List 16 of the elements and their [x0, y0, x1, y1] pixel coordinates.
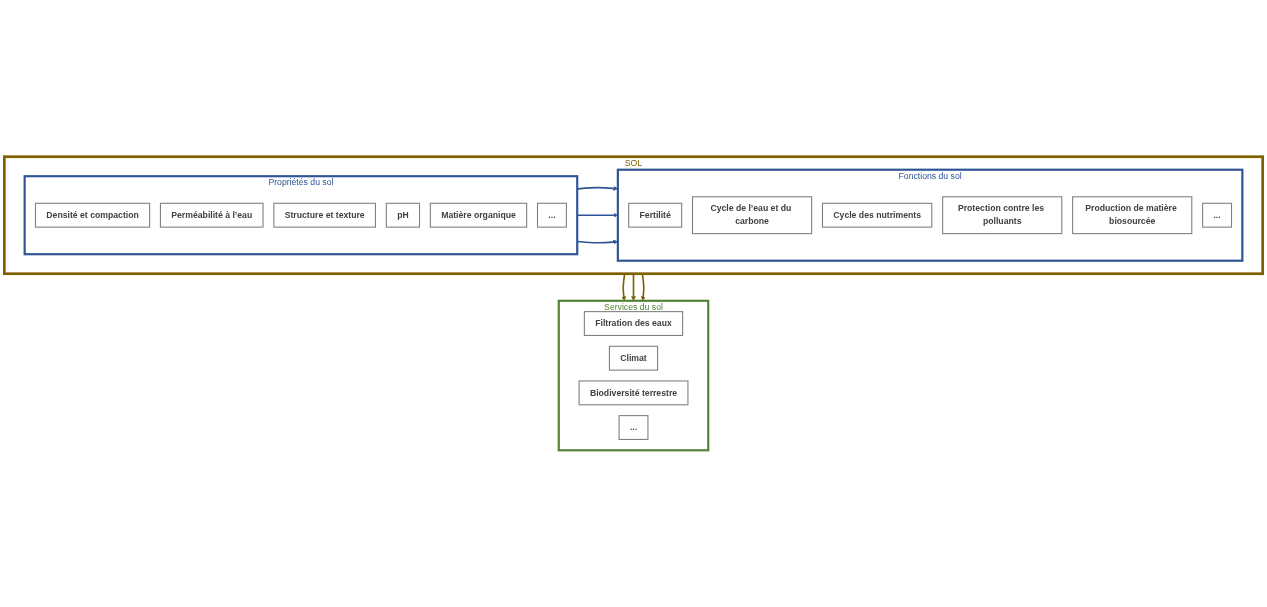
node-box: Densité et compaction [34, 202, 151, 228]
node-box: Structure et texture [273, 202, 376, 228]
node-box: Climat [608, 345, 659, 371]
node-box: Protection contre les polluants [942, 196, 1063, 235]
node-box: ... [1202, 202, 1233, 228]
node-box: Perméabilité à l’eau [159, 202, 264, 228]
node-box: Filtration des eaux [583, 311, 684, 336]
node-box: pH [385, 202, 421, 228]
node-box: Cycle de l’eau et du carbone [691, 196, 813, 235]
node-box: Matière organique [429, 202, 528, 228]
node-box: ... [618, 415, 649, 440]
node-box: Biodiversité terrestre [578, 380, 689, 406]
node-box: ... [536, 202, 567, 228]
node-box: Production de matière biosourcée [1072, 196, 1193, 235]
node-box: Fertilité [628, 202, 683, 228]
node-box: Cycle des nutriments [821, 202, 933, 228]
